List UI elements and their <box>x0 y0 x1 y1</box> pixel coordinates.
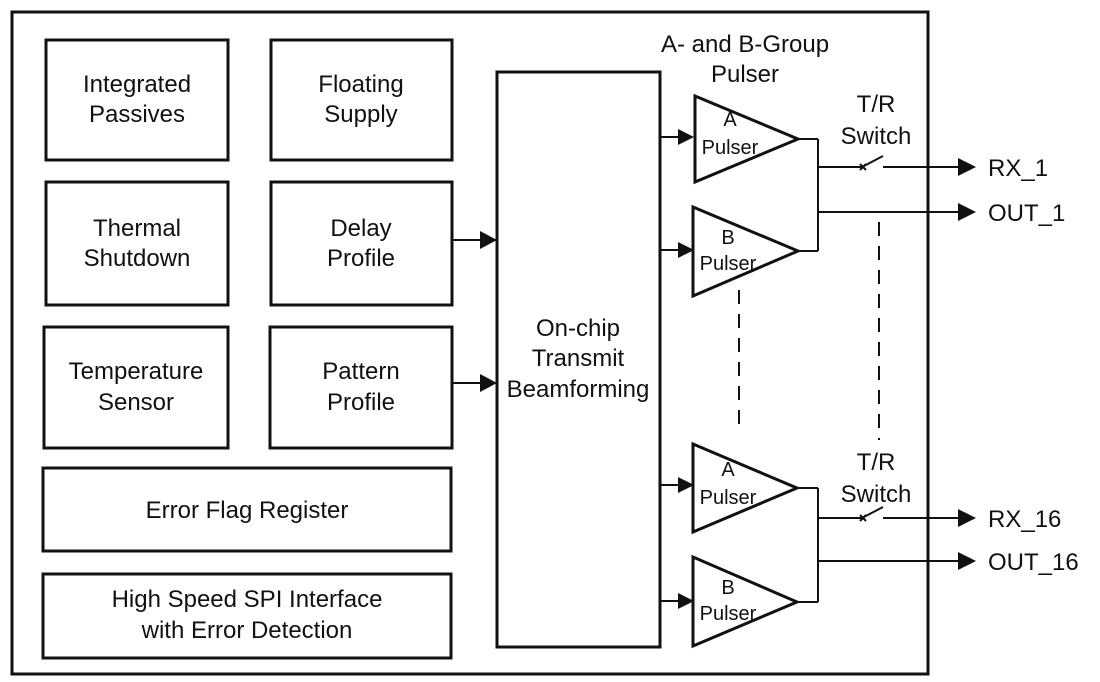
out-1-label: OUT_1 <box>988 200 1065 227</box>
integrated-passives-block: Integrated Passives <box>44 38 230 162</box>
pulser-group-title-line2: Pulser <box>711 61 779 88</box>
pattern-profile-line2: Profile <box>327 389 395 416</box>
beamforming-line3: Beamforming <box>507 376 650 403</box>
channel-1-a-pulser: A Pulser <box>660 93 802 185</box>
rx-1-label: RX_1 <box>988 155 1048 182</box>
channel-1-b-pulser-letter: B <box>721 227 734 249</box>
error-flag-register-block: Error Flag Register <box>41 466 453 553</box>
thermal-shutdown-block: Thermal Shutdown <box>44 180 230 307</box>
channel-16-b-pulser-word: Pulser <box>700 603 757 625</box>
beamforming-block: On-chip Transmit Beamforming <box>495 70 662 649</box>
pattern-profile-line1: Pattern <box>322 358 399 385</box>
floating-supply-line1: Floating <box>318 71 403 98</box>
temperature-sensor-line1: Temperature <box>69 358 204 385</box>
delay-profile-block: Delay Profile <box>269 180 454 307</box>
channel-1-a-pulser-letter: A <box>723 109 737 131</box>
spi-interface-block: High Speed SPI Interface with Error Dete… <box>41 572 453 660</box>
delay-profile-line1: Delay <box>330 215 391 242</box>
channel-1-tr-switch-line1: T/R <box>857 91 896 118</box>
floating-supply-block: Floating Supply <box>269 38 454 162</box>
floating-supply-line2: Supply <box>324 101 397 128</box>
temperature-sensor-line2: Sensor <box>98 389 174 416</box>
spi-interface-line2: with Error Detection <box>141 617 353 644</box>
channel-1-b-pulser-word: Pulser <box>700 253 757 275</box>
integrated-passives-line1: Integrated <box>83 71 191 98</box>
pattern-to-beamforming-arrow <box>452 374 497 392</box>
channel-16-a-pulser-letter: A <box>721 459 735 481</box>
channel-16-tr-switch-line1: T/R <box>857 449 896 476</box>
channel-16-tr-switch-line2: Switch <box>841 481 912 508</box>
integrated-passives-line2: Passives <box>89 101 185 128</box>
spi-interface-line1: High Speed SPI Interface <box>112 586 383 613</box>
thermal-shutdown-line2: Shutdown <box>84 245 191 272</box>
channel-16-a-pulser-word: Pulser <box>700 487 757 509</box>
channel-1-b-pulser: B Pulser <box>660 204 802 299</box>
chip-boundary <box>10 10 930 676</box>
channel-1-output-wiring <box>798 138 976 252</box>
channel-16-b-pulser-letter: B <box>721 577 734 599</box>
rx-16-label: RX_16 <box>988 506 1061 533</box>
beamforming-line1: On-chip <box>536 315 620 342</box>
temperature-sensor-block: Temperature Sensor <box>42 325 230 450</box>
pulser-group-title-line1: A- and B-Group <box>661 31 829 58</box>
channel-16-a-pulser: A Pulser <box>660 441 801 535</box>
error-flag-register-label: Error Flag Register <box>146 497 349 524</box>
delay-to-beamforming-arrow <box>452 231 497 249</box>
channel-16-output-wiring <box>797 487 976 603</box>
pattern-profile-block: Pattern Profile <box>268 325 454 450</box>
out-16-label: OUT_16 <box>988 549 1079 576</box>
thermal-shutdown-line1: Thermal <box>93 215 181 242</box>
beamforming-line2: Transmit <box>532 345 625 372</box>
channel-1-a-pulser-word: Pulser <box>702 137 759 159</box>
delay-profile-line2: Profile <box>327 245 395 272</box>
channel-16-b-pulser: B Pulser <box>660 554 801 649</box>
channel-1-tr-switch-line2: Switch <box>841 123 912 150</box>
